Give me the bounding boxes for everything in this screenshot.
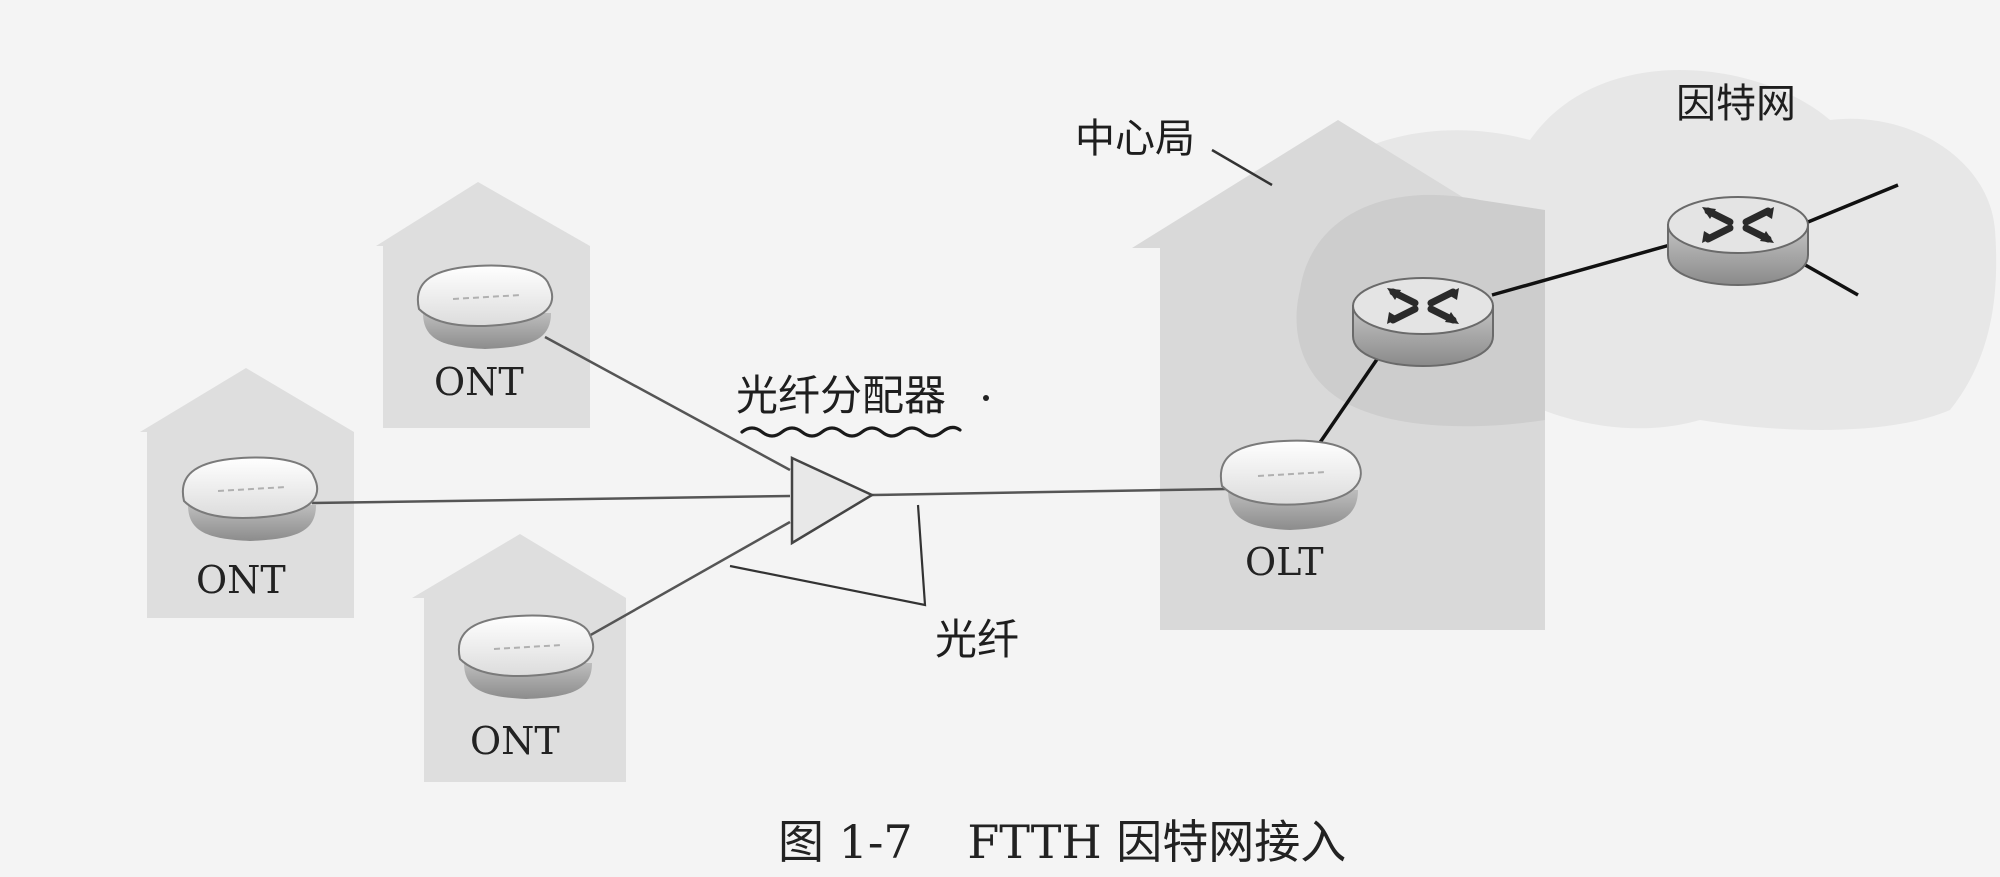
central-office-leader	[1211, 148, 1273, 187]
fiber-label-bracket	[729, 504, 927, 607]
central-office-label: 中心局	[1075, 116, 1195, 162]
fiber-line-left	[311, 494, 791, 505]
fiber-line-bottom	[579, 520, 791, 643]
splitter-icon	[790, 456, 875, 546]
router-icon-2	[1667, 196, 1809, 287]
router-upstream-link-1	[1807, 183, 1899, 224]
figure-number: 图 1-7	[778, 815, 913, 869]
olt-label: OLT	[1245, 540, 1324, 584]
fiber-label: 光纤	[935, 615, 1019, 664]
fiber-line-trunk	[871, 487, 1227, 497]
ont-device-bottom	[457, 614, 595, 699]
figure-title: FTTH 因特网接入	[967, 815, 1346, 869]
fiber-line-top	[544, 335, 791, 472]
splitter-label: 光纤分配器	[736, 371, 946, 420]
router-router-link	[1491, 243, 1671, 297]
ont-device-left	[181, 456, 319, 541]
splitter-label-underline	[740, 425, 962, 438]
olt-device	[1219, 439, 1362, 530]
ont-left-label: ONT	[196, 558, 286, 602]
ont-device-top	[416, 264, 554, 349]
ink-dot	[983, 395, 989, 401]
figure-caption: 图 1-7 FTTH 因特网接入	[778, 815, 1346, 869]
router-upstream-link-2	[1799, 260, 1859, 297]
router-icon-1	[1352, 277, 1494, 368]
ont-bottom-label: ONT	[470, 719, 560, 763]
internet-label: 因特网	[1676, 81, 1796, 127]
ont-top-label: ONT	[434, 360, 524, 404]
